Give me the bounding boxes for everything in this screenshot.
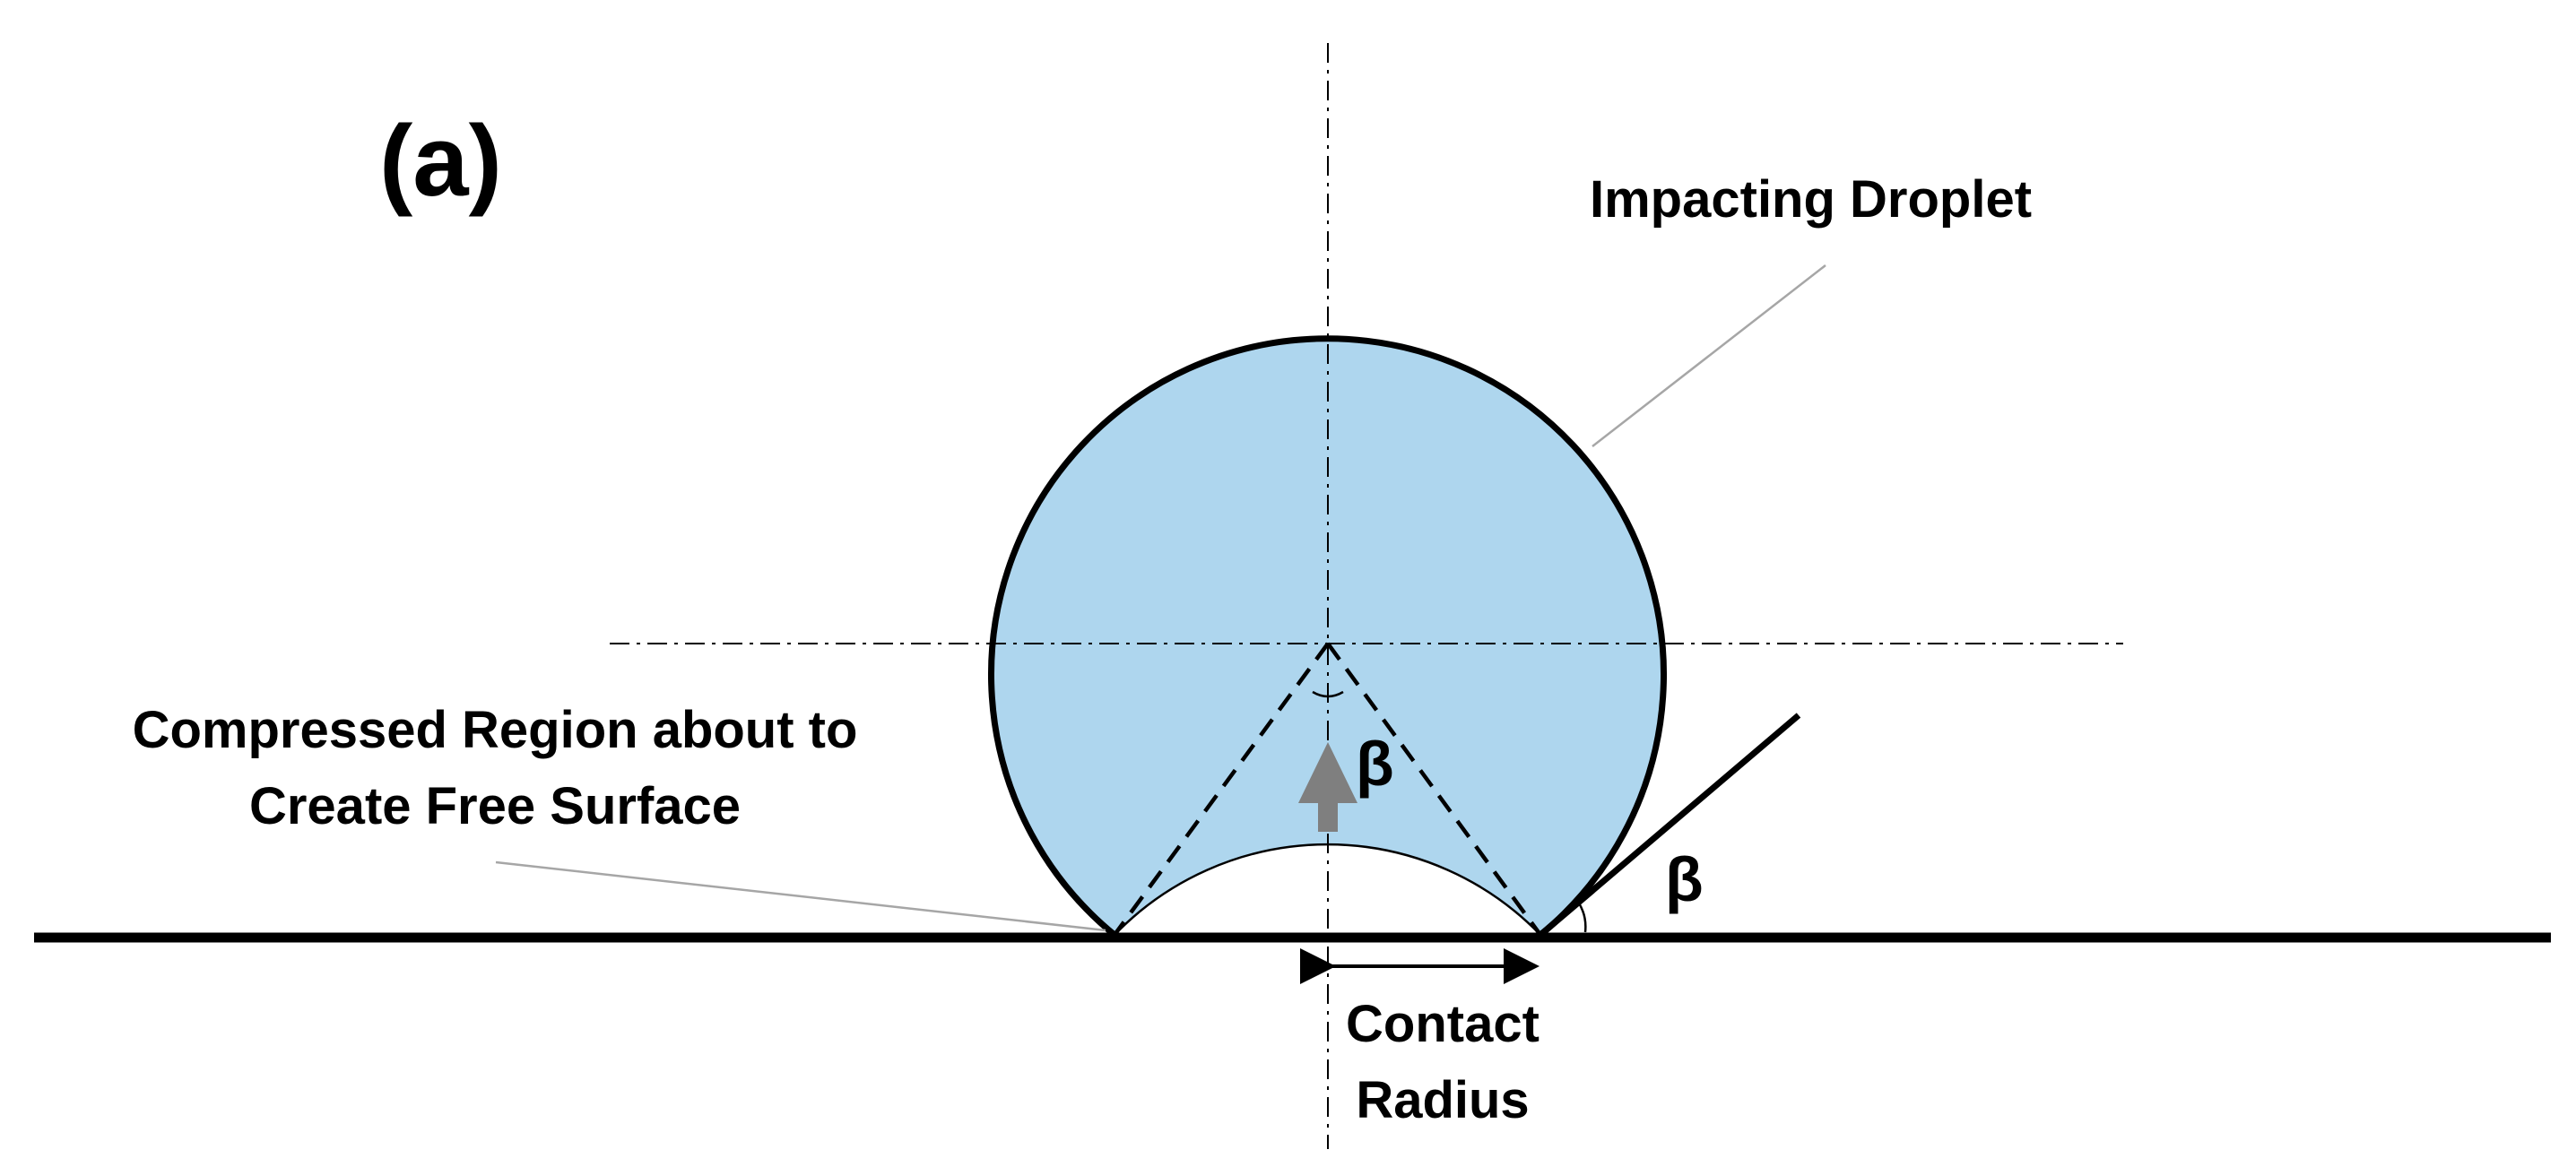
droplet-outline <box>988 335 1667 938</box>
compressed-region-label-line1: Compressed Region about to <box>133 701 858 759</box>
compressed-region-leader-line <box>495 860 1106 932</box>
upward-arrow <box>1298 742 1357 832</box>
contact-tangent-line <box>1538 713 1801 938</box>
contact-radius-label-line1: Contact <box>1346 995 1540 1053</box>
contact-radius-label-line2: Radius <box>1356 1071 1529 1129</box>
contact-angle-arc <box>1576 901 1587 933</box>
panel-label: (a) <box>379 105 502 217</box>
radius-line-right <box>1326 642 1542 937</box>
center-angle-arc <box>1312 690 1344 698</box>
impacting-droplet-label: Impacting Droplet <box>1590 170 2032 229</box>
droplet-leader-line <box>1592 264 1826 447</box>
contact-angle-label: β <box>1665 844 1704 914</box>
compressed-region-label-line2: Create Free Surface <box>249 777 741 835</box>
center-angle-label: β <box>1356 729 1394 799</box>
radius-line-left <box>1113 642 1330 937</box>
